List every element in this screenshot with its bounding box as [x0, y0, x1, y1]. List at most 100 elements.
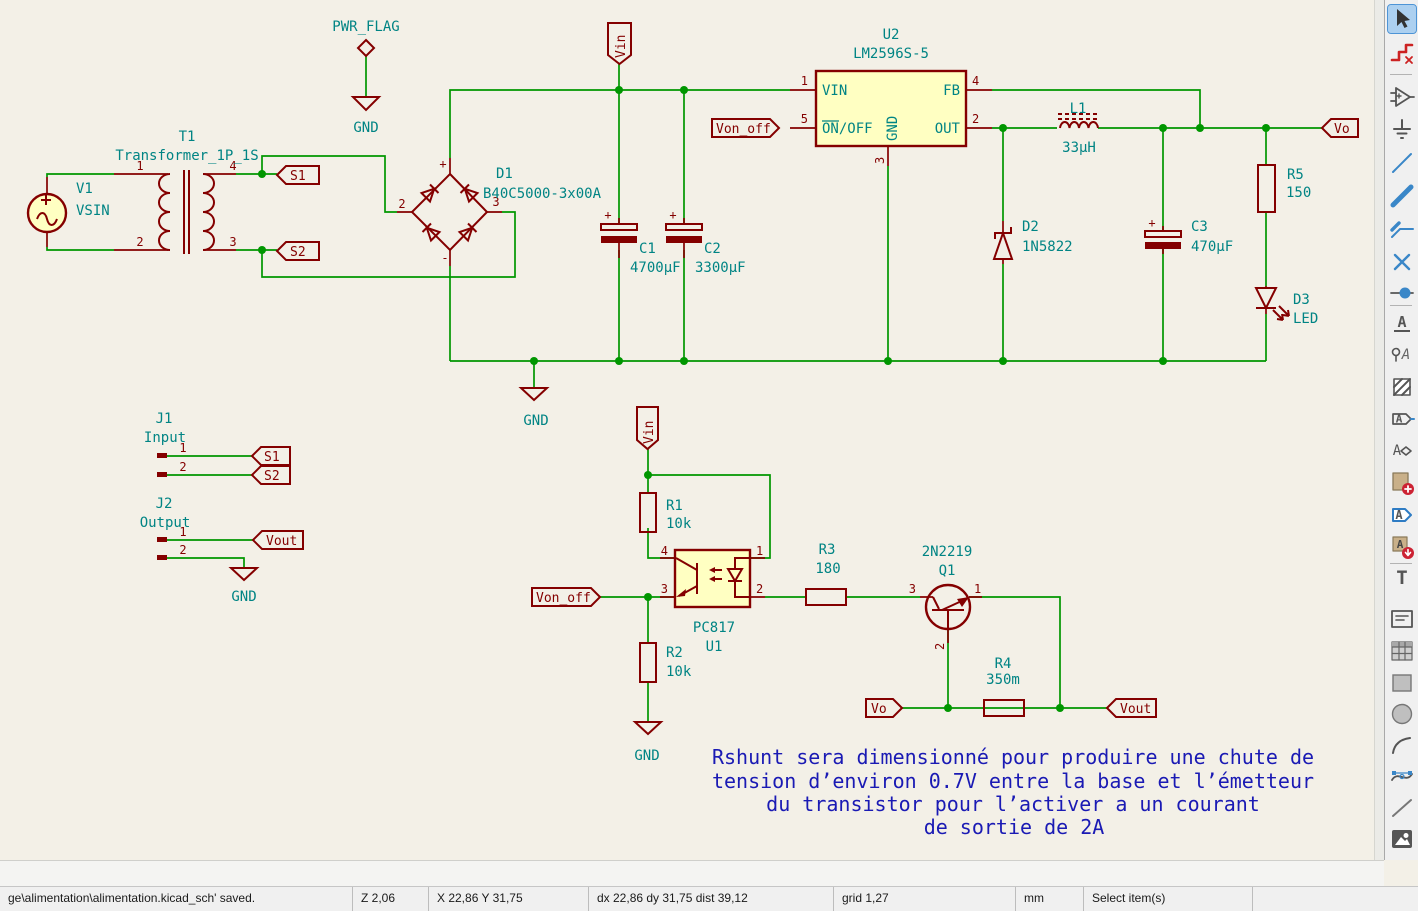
component-c3[interactable]: + C3 470µF	[1144, 216, 1233, 255]
component-l1[interactable]: L1 33µH	[1058, 101, 1099, 156]
j2-ref[interactable]: J2	[156, 496, 173, 512]
r5-ref[interactable]: R5	[1287, 167, 1304, 183]
component-c2[interactable]: + C2 3300µF	[665, 208, 746, 276]
label-s1-t1[interactable]: S1	[275, 165, 320, 185]
add-textbox-tool[interactable]	[1388, 605, 1416, 633]
r5-value[interactable]: 150	[1286, 185, 1311, 201]
c1-value[interactable]: 4700µF	[630, 260, 681, 276]
no-connect-tool[interactable]	[1388, 248, 1416, 276]
add-symbol-tool[interactable]	[1388, 83, 1416, 111]
r4-value[interactable]: 350m	[986, 672, 1020, 688]
add-power-tool[interactable]	[1388, 116, 1416, 144]
add-arc-tool[interactable]	[1388, 732, 1416, 760]
add-line-tool[interactable]	[1388, 794, 1416, 822]
status-units[interactable]: mm	[1015, 887, 1083, 911]
component-q1[interactable]: 3 1 2 2N2219 Q1	[909, 544, 982, 650]
r3-ref[interactable]: R3	[819, 542, 836, 558]
component-t1[interactable]: 1 2 4 3 T1 Transformer_1P_1S	[114, 129, 259, 254]
v1-value[interactable]: VSIN	[76, 203, 110, 219]
u2-ref[interactable]: U2	[883, 27, 900, 43]
r2-ref[interactable]: R2	[666, 645, 683, 661]
add-text-tool[interactable]: T	[1388, 564, 1416, 592]
l1-value[interactable]: 33µH	[1062, 140, 1096, 156]
component-r5[interactable]: R5 150	[1257, 164, 1311, 213]
add-wire-tool[interactable]	[1388, 149, 1416, 177]
c2-ref[interactable]: C2	[704, 241, 721, 257]
component-d2[interactable]: D2 1N5822	[992, 219, 1073, 264]
label-vin-top[interactable]: Vin	[607, 22, 632, 66]
j2-value[interactable]: Output	[140, 515, 191, 531]
status-grid[interactable]: grid 1,27	[833, 887, 1015, 911]
power-gnd-j2[interactable]: GND	[228, 567, 260, 605]
u1-ref[interactable]: U1	[706, 639, 723, 655]
component-r2[interactable]: R2 10k	[639, 642, 692, 683]
global-label-tool[interactable]: A	[1388, 405, 1416, 433]
add-sheet-pin-tool[interactable]: A	[1388, 533, 1416, 561]
add-junction-tool[interactable]	[1388, 279, 1416, 307]
r4-ref[interactable]: R4	[995, 656, 1012, 672]
component-r3[interactable]: R3 180	[805, 542, 847, 606]
d1-ref[interactable]: D1	[496, 166, 513, 182]
q1-value[interactable]: 2N2219	[922, 544, 973, 560]
t1-ref[interactable]: T1	[179, 129, 196, 145]
u2-value[interactable]: LM2596S-5	[853, 46, 929, 62]
j1-ref[interactable]: J1	[156, 411, 173, 427]
d3-value[interactable]: LED	[1293, 311, 1318, 327]
import-sheet-pin-tool[interactable]: A	[1388, 501, 1416, 529]
label-von-off-u1[interactable]: Von_off	[531, 587, 602, 607]
component-j1[interactable]: 1 2 J1 Input	[144, 411, 187, 477]
r1-ref[interactable]: R1	[666, 498, 683, 514]
label-vo-right[interactable]: Vo	[1320, 118, 1359, 138]
r1-value[interactable]: 10k	[666, 516, 692, 532]
r2-value[interactable]: 10k	[666, 664, 692, 680]
netclass-directive-tool[interactable]: A	[1388, 341, 1416, 369]
label-s1-j1[interactable]: S1	[250, 446, 291, 466]
rule-area-tool[interactable]	[1388, 373, 1416, 401]
l1-ref[interactable]: L1	[1070, 101, 1087, 117]
label-s2-t1[interactable]: S2	[275, 241, 320, 261]
c3-value[interactable]: 470µF	[1191, 239, 1233, 255]
power-gnd-main[interactable]: GND	[518, 387, 550, 429]
vertical-scrollbar[interactable]	[1374, 0, 1385, 860]
component-c1[interactable]: + C1 4700µF	[600, 208, 681, 276]
power-pwr-flag[interactable]: PWR_FLAG	[332, 19, 400, 58]
label-von-off-u2[interactable]: Von_off	[711, 118, 781, 138]
d3-ref[interactable]: D3	[1293, 292, 1310, 308]
u1-value[interactable]: PC817	[693, 620, 735, 636]
label-s2-j1[interactable]: S2	[250, 465, 291, 485]
schematic-note[interactable]: Rshunt sera dimensionné pour produire un…	[712, 745, 1314, 839]
c3-ref[interactable]: C3	[1191, 219, 1208, 235]
j1-value[interactable]: Input	[144, 430, 186, 446]
add-circle-tool[interactable]	[1388, 700, 1416, 728]
schematic-canvas[interactable]: V1 VSIN 1 2 4 3 T1 Transformer_1P_1S	[0, 0, 1374, 860]
select-tool[interactable]	[1387, 4, 1417, 34]
label-vout-j2[interactable]: Vout	[251, 530, 304, 550]
add-bezier-tool[interactable]	[1388, 763, 1416, 791]
c2-value[interactable]: 3300µF	[695, 260, 746, 276]
d1-value[interactable]: B40C5000-3x00A	[483, 186, 602, 202]
component-d1[interactable]: 2 3 + - D1 B40C5000-3x00A	[397, 157, 602, 266]
net-label-tool[interactable]: A	[1388, 309, 1416, 337]
power-gnd-top[interactable]: GND	[350, 96, 382, 136]
horizontal-scrollbar[interactable]	[0, 860, 1384, 887]
component-d3[interactable]: D3 LED	[1254, 286, 1318, 327]
add-image-tool[interactable]	[1388, 825, 1416, 853]
power-gnd-r2[interactable]: GND	[632, 721, 664, 764]
highlight-net-tool[interactable]	[1388, 39, 1416, 67]
component-v1[interactable]: V1 VSIN	[26, 177, 110, 247]
add-rectangle-tool[interactable]	[1388, 669, 1416, 697]
component-u1[interactable]: 4 1 3 2 PC817 U1	[660, 544, 765, 655]
hierarchical-label-tool[interactable]: A	[1388, 437, 1416, 465]
add-table-tool[interactable]	[1388, 637, 1416, 665]
r3-value[interactable]: 180	[815, 561, 840, 577]
add-sheet-tool[interactable]	[1388, 469, 1416, 497]
q1-ref[interactable]: Q1	[939, 563, 956, 579]
label-vout-bottom[interactable]: Vout	[1105, 698, 1157, 718]
label-vo-bottom[interactable]: Vo	[865, 698, 904, 718]
v1-ref[interactable]: V1	[76, 181, 93, 197]
t1-value[interactable]: Transformer_1P_1S	[115, 148, 258, 164]
c1-ref[interactable]: C1	[639, 241, 656, 257]
d2-value[interactable]: 1N5822	[1022, 239, 1073, 255]
d2-ref[interactable]: D2	[1022, 219, 1039, 235]
label-vin-mid[interactable]: Vin	[636, 406, 659, 451]
